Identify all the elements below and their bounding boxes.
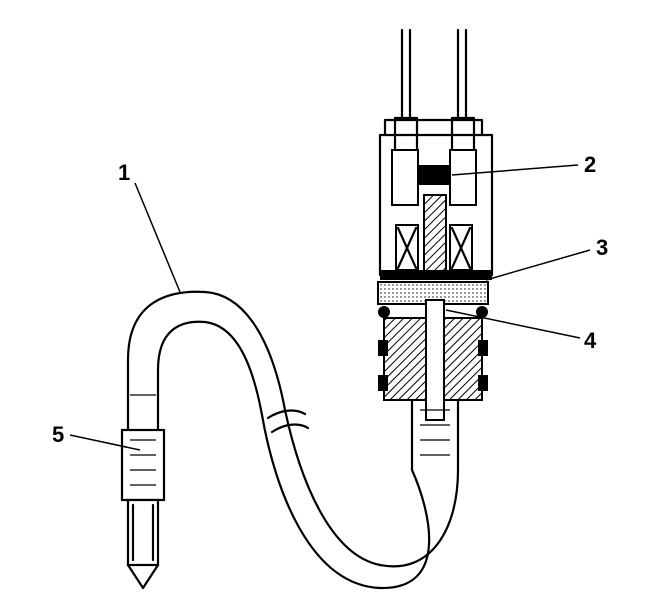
callout-4: 4 bbox=[584, 328, 597, 353]
wire-leads bbox=[400, 28, 468, 122]
solenoid-body bbox=[377, 116, 494, 318]
callout-1: 1 bbox=[118, 160, 130, 185]
callout-2: 2 bbox=[584, 152, 596, 177]
callout-5: 5 bbox=[52, 422, 64, 447]
leader-lines bbox=[69, 164, 591, 451]
hose-fitting bbox=[378, 299, 488, 472]
callout-3: 3 bbox=[596, 235, 608, 260]
fuel-hose bbox=[126, 290, 460, 590]
end-fitting bbox=[120, 428, 166, 590]
